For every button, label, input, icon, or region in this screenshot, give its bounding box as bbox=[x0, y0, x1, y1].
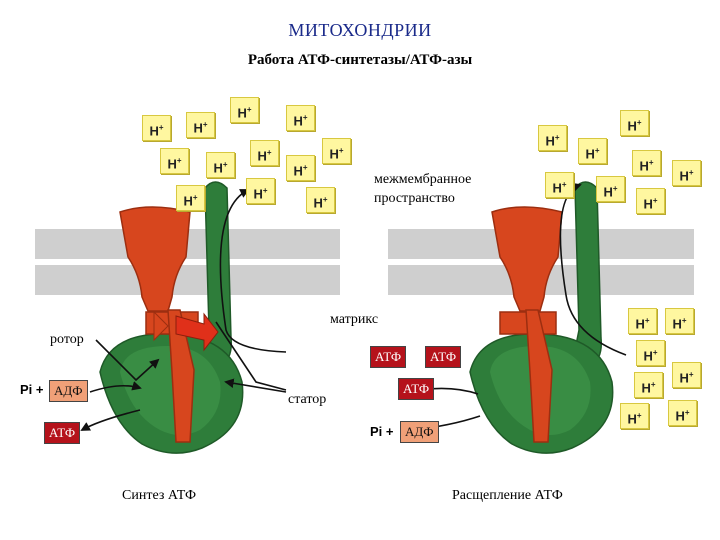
diagram-title: МИТОХОНДРИИ bbox=[288, 20, 432, 40]
proton-box: H+ bbox=[186, 112, 215, 138]
stator-pointer-2 bbox=[224, 378, 287, 393]
proton-box: H+ bbox=[322, 138, 351, 164]
proton-box: H+ bbox=[628, 308, 657, 334]
proton-box: H+ bbox=[632, 150, 661, 176]
label-matrix: матрикс bbox=[330, 312, 379, 327]
atp-chip-left: АТФ bbox=[44, 422, 81, 444]
proton-box: H+ bbox=[206, 152, 235, 178]
atp-chip-right-3: АТФ bbox=[398, 378, 435, 400]
atp-chip-right-1: АТФ bbox=[370, 346, 407, 368]
label-rotor: ротор bbox=[50, 332, 84, 347]
proton-box: H+ bbox=[620, 110, 649, 136]
caption-hydrolysis: Расщепление АТФ bbox=[452, 488, 563, 503]
proton-box: H+ bbox=[636, 188, 665, 214]
proton-box: H+ bbox=[286, 105, 315, 131]
adp-chip-left: АДФ bbox=[49, 380, 88, 402]
atp-out-arrow bbox=[80, 409, 141, 431]
proton-box: H+ bbox=[230, 97, 259, 123]
proton-box: H+ bbox=[620, 403, 649, 429]
proton-box: H+ bbox=[636, 340, 665, 366]
phosphate-label-left: Pi + bbox=[20, 382, 44, 397]
rotor-right bbox=[491, 206, 563, 443]
label-stator: статор bbox=[288, 392, 327, 407]
proton-box: H+ bbox=[246, 178, 275, 204]
atp-chip-right-2: АТФ bbox=[425, 346, 462, 368]
phosphate-label-right: Pi + bbox=[370, 424, 394, 439]
label-intermembrane-1: межмембранное bbox=[374, 172, 472, 187]
proton-box: H+ bbox=[668, 400, 697, 426]
proton-box: H+ bbox=[672, 362, 701, 388]
adp-chip-right: АДФ bbox=[400, 421, 439, 443]
phosphate-text: Pi + bbox=[370, 424, 394, 439]
stator-pointer-1 bbox=[215, 321, 287, 391]
proton-box: H+ bbox=[634, 372, 663, 398]
diagram-subtitle: Работа АТФ-синтетазы/АТФ-азы bbox=[247, 52, 473, 68]
proton-influx-arrow-left bbox=[219, 189, 287, 353]
proton-box: H+ bbox=[176, 185, 205, 211]
proton-box: H+ bbox=[306, 187, 335, 213]
adp-in-arrow bbox=[89, 381, 142, 393]
proton-box: H+ bbox=[538, 125, 567, 151]
rotor-left bbox=[119, 206, 219, 443]
proton-box: H+ bbox=[160, 148, 189, 174]
rotor-pointer-left bbox=[95, 339, 160, 382]
proton-box: H+ bbox=[578, 138, 607, 164]
proton-box: H+ bbox=[286, 155, 315, 181]
caption-synthesis: Синтез АТФ bbox=[122, 488, 197, 503]
proton-box: H+ bbox=[596, 176, 625, 202]
proton-box: H+ bbox=[665, 308, 694, 334]
phosphate-text: Pi + bbox=[20, 382, 44, 397]
proton-box: H+ bbox=[545, 172, 574, 198]
label-intermembrane-2: пространство bbox=[374, 191, 455, 206]
proton-box: H+ bbox=[672, 160, 701, 186]
proton-box: H+ bbox=[142, 115, 171, 141]
proton-box: H+ bbox=[250, 140, 279, 166]
